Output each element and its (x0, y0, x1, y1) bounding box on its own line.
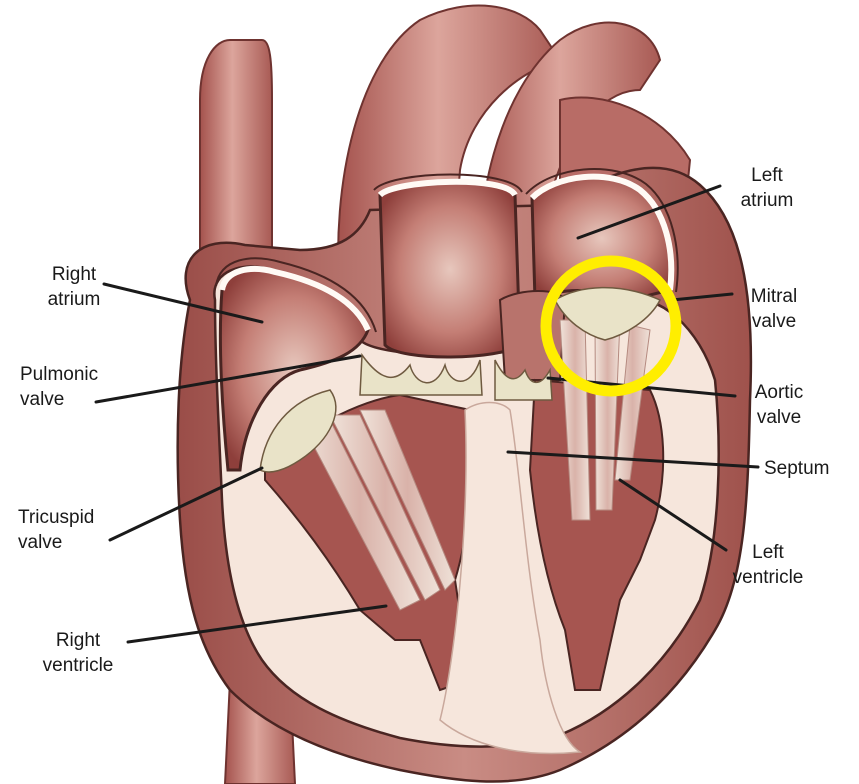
label-aortic-valve: Aortic valve (740, 380, 818, 430)
label-left-atrium: Left atrium (722, 163, 812, 213)
label-left-ventricle: Left ventricle (716, 540, 820, 590)
label-mitral-valve-line2: valve (734, 309, 814, 334)
label-septum: Septum (764, 456, 829, 481)
label-tricuspid-valve-line2: valve (18, 530, 94, 555)
label-right-ventricle-line2: ventricle (22, 653, 134, 678)
label-septum-line1: Septum (764, 456, 829, 481)
label-left-ventricle-line1: Left (716, 540, 820, 565)
label-pulmonic-valve-line1: Pulmonic (20, 362, 98, 387)
label-aortic-valve-line1: Aortic (740, 380, 818, 405)
label-right-ventricle: Right ventricle (22, 628, 134, 678)
label-tricuspid-valve-line1: Tricuspid (18, 505, 94, 530)
label-mitral-valve-line1: Mitral (734, 284, 814, 309)
label-right-atrium-line1: Right (26, 262, 122, 287)
label-left-atrium-line2: atrium (722, 188, 812, 213)
label-pulmonic-valve-line2: valve (20, 387, 98, 412)
label-right-atrium: Right atrium (26, 262, 122, 312)
label-pulmonic-valve: Pulmonic valve (20, 362, 98, 412)
label-mitral-valve: Mitral valve (734, 284, 814, 334)
pulmonary-trunk-chamber (380, 182, 520, 357)
label-aortic-valve-line2: valve (740, 405, 818, 430)
label-left-atrium-line1: Left (722, 163, 812, 188)
label-right-ventricle-line1: Right (22, 628, 134, 653)
label-right-atrium-line2: atrium (26, 287, 122, 312)
label-left-ventricle-line2: ventricle (716, 565, 820, 590)
label-tricuspid-valve: Tricuspid valve (18, 505, 94, 555)
